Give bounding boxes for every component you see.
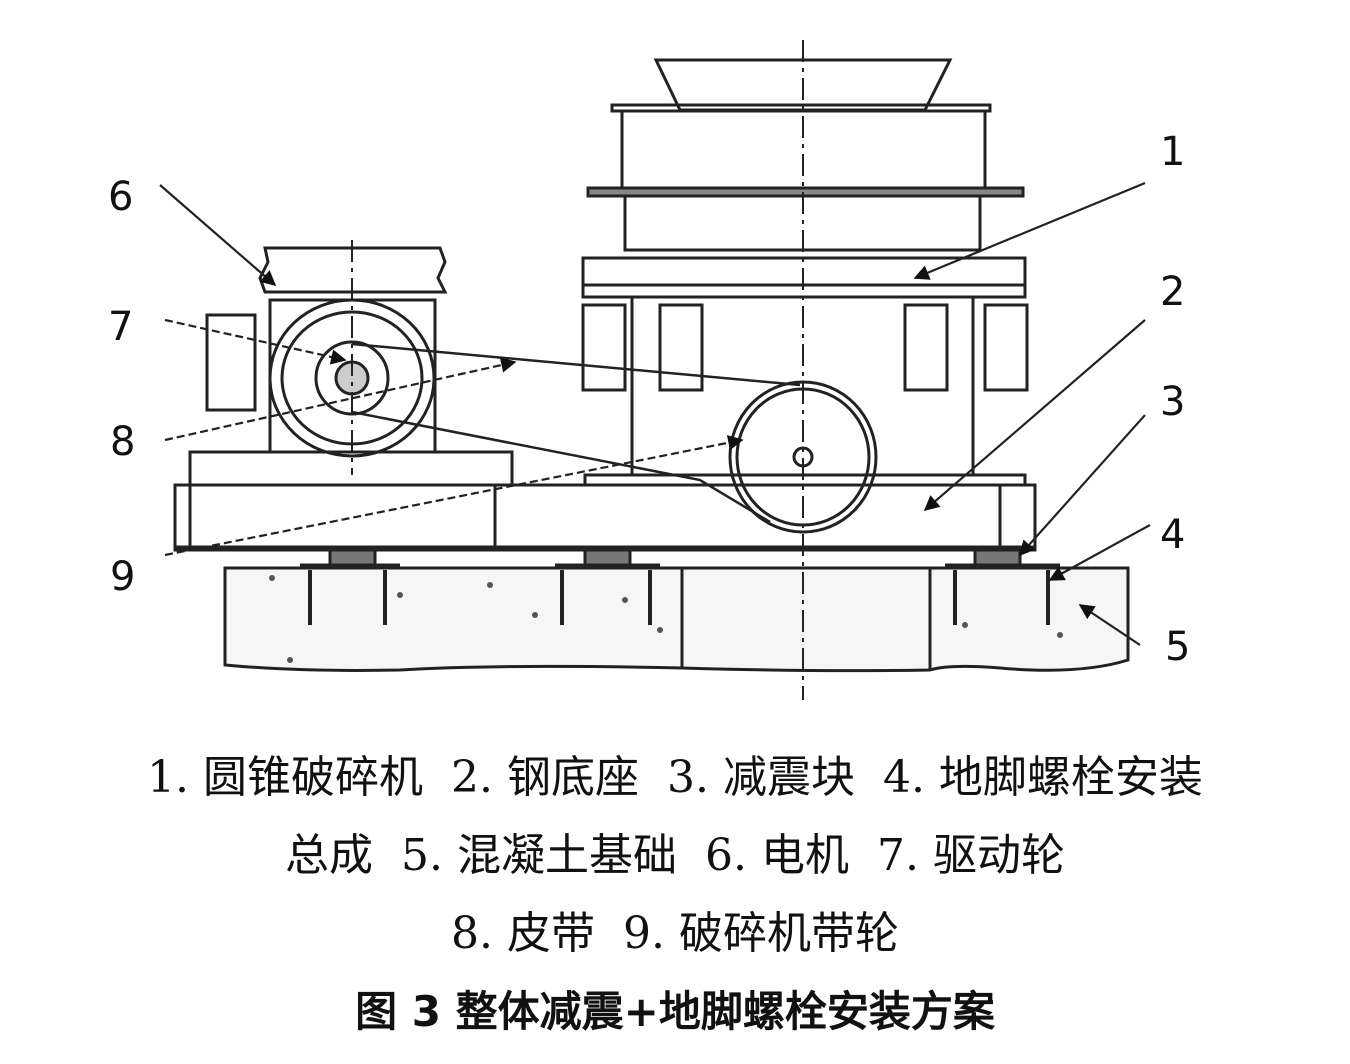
legend-item: 1. 圆锥破碎机 <box>147 752 424 803</box>
concrete-foundation <box>223 566 1130 673</box>
anchor-bolts <box>300 563 1060 625</box>
callout-4: 4 <box>1160 512 1185 558</box>
callout-9: 9 <box>110 554 135 600</box>
legend-item: 6. 电机 <box>705 830 849 881</box>
legend-item: 8. 皮带 <box>451 908 595 959</box>
leader-lines <box>159 181 1151 646</box>
callout-7: 7 <box>108 304 133 350</box>
figure-title: 图 3 整体减震+地脚螺栓安装方案 <box>355 987 995 1036</box>
legend-line-3: 8. 皮带 9. 破碎机带轮 <box>0 906 1350 962</box>
callout-3: 3 <box>1160 379 1185 425</box>
callout-1: 1 <box>1160 129 1185 175</box>
legend-item: 5. 混凝土基础 <box>401 830 678 881</box>
callout-8: 8 <box>110 419 135 465</box>
belt <box>351 342 801 524</box>
callout-2: 2 <box>1160 269 1185 315</box>
legend-item: 总成 <box>285 830 374 881</box>
legend-item: 3. 减震块 <box>667 752 855 803</box>
crusher-installation-diagram: 6 7 8 9 1 2 3 4 5 <box>108 40 1190 700</box>
legend-item: 2. 钢底座 <box>451 752 639 803</box>
legend-line-1: 1. 圆锥破碎机 2. 钢底座 3. 减震块 4. 地脚螺栓安装 <box>0 750 1350 806</box>
legend-line-2: 总成 5. 混凝土基础 6. 电机 7. 驱动轮 <box>0 828 1350 884</box>
legend-item: 9. 破碎机带轮 <box>623 908 899 959</box>
legend-item: 7. 驱动轮 <box>876 830 1065 881</box>
damping-pads <box>328 548 1022 570</box>
callout-6: 6 <box>108 174 133 220</box>
callout-5: 5 <box>1165 624 1190 670</box>
centerlines <box>351 40 804 700</box>
cone-crusher <box>581 58 1029 487</box>
legend-item: 4. 地脚螺栓安装 <box>882 752 1203 803</box>
